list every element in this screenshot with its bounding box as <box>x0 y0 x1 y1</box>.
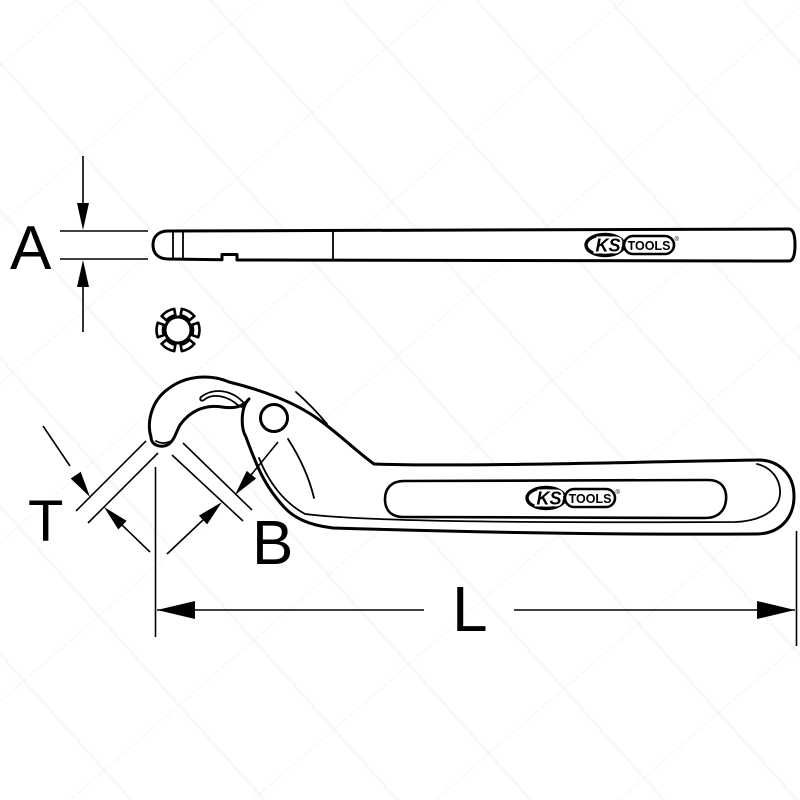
registered-mark: ® <box>616 489 621 496</box>
tools-logo-text: TOOLS <box>569 492 612 506</box>
dim-L-label: L <box>452 573 488 645</box>
side-view-bar <box>151 227 797 263</box>
dim-B-arrowhead-2 <box>198 502 222 525</box>
ks-tools-logo: KS TOOLS ® <box>525 485 621 511</box>
pivot-hole <box>259 403 289 433</box>
dim-B-arrow-line-2 <box>166 519 204 555</box>
dim-B-extension-2 <box>171 454 244 522</box>
slotted-nut-tab <box>155 321 166 339</box>
head-crease-line <box>295 391 328 425</box>
tools-logo-box <box>563 487 617 509</box>
slotted-nut-icon <box>155 307 201 353</box>
dim-B-arrowhead-1 <box>235 470 257 495</box>
hook-chamfer-sliver <box>199 390 246 408</box>
handle-inner-contour <box>258 457 781 524</box>
tools-logo-box <box>622 234 676 256</box>
dim-T-extension-1 <box>75 440 147 512</box>
registered-mark: ® <box>675 236 680 243</box>
slotted-nut-tab <box>160 338 177 353</box>
slotted-nut-tab <box>179 307 196 322</box>
dimension-B: B <box>166 441 293 578</box>
hook-tail-crease-line <box>287 438 315 499</box>
dim-A-arrowhead-down <box>77 203 89 230</box>
dim-T-arrowhead-1 <box>70 471 90 497</box>
hook-tip-inner-line <box>155 440 172 444</box>
side-view: KS TOOLS ® <box>151 227 797 263</box>
dim-B-label: B <box>252 509 293 578</box>
slotted-nut-ring <box>163 315 193 345</box>
dim-T-arrowhead-2 <box>104 507 127 530</box>
dimension-T: T <box>28 425 159 554</box>
dim-T-label: T <box>28 489 63 554</box>
slotted-nut-tab <box>179 338 196 353</box>
ks-logo-text: KS <box>595 236 620 256</box>
dim-B-arrow-line-1 <box>250 441 279 476</box>
dimension-L: L <box>154 467 798 646</box>
dim-T-arrow-line-1 <box>42 425 71 467</box>
dim-B-extension-1 <box>182 442 253 511</box>
dim-A-arrowhead-up <box>77 260 89 287</box>
slotted-nut-tab <box>160 307 177 322</box>
ks-logo-text: KS <box>536 489 561 509</box>
ks-tools-logo: KS TOOLS ® <box>584 232 680 258</box>
dim-A-label: A <box>10 214 52 283</box>
dim-L-arrowhead-left <box>157 601 195 619</box>
dimension-A: A <box>10 156 148 332</box>
dim-L-arrowhead-right <box>757 601 795 619</box>
front-view: KS TOOLS ® <box>147 375 796 536</box>
dim-T-extension-2 <box>87 452 159 524</box>
dim-T-arrow-line-2 <box>121 524 151 553</box>
tools-logo-text: TOOLS <box>628 239 671 253</box>
slotted-nut-tab <box>190 321 201 339</box>
